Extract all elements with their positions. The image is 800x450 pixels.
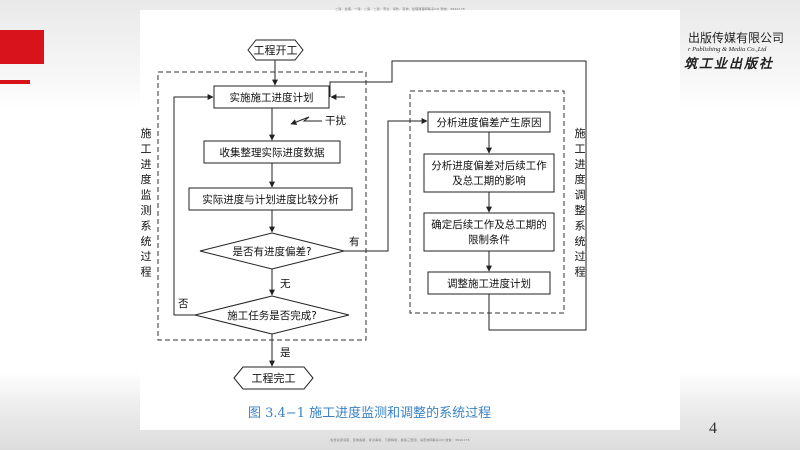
monitor-system-label-char: 测	[141, 204, 152, 217]
monitor-system-label-char: 程	[141, 266, 152, 279]
publisher-name: 出版传媒有限公司	[688, 31, 785, 45]
end-label: 工程完工	[252, 371, 296, 385]
adjust-step2-line1: 分析进度偏差对后续工作	[431, 159, 547, 172]
branch-to-adjust	[344, 118, 428, 252]
page-number: 4	[709, 420, 717, 437]
adjust-system-label-char: 程	[575, 266, 586, 279]
content-panel	[140, 10, 680, 430]
red-accent-line	[0, 80, 30, 84]
label-not-complete: 否	[178, 298, 189, 310]
step-plan-label: 实施施工进度计划	[230, 91, 314, 104]
end-terminal	[233, 366, 314, 390]
interference-zigzag	[290, 116, 322, 125]
decision-complete	[194, 295, 350, 335]
monitor-system-label-char: 统	[141, 235, 152, 248]
red-accent-bar	[0, 30, 44, 64]
adjust-system-label-char: 进	[575, 158, 586, 171]
adjust-system-label-char: 统	[575, 235, 586, 248]
adjust-step2-line2: 及总工期的影响	[452, 174, 526, 187]
adjust-system-label-char: 施	[575, 127, 586, 140]
publisher-english-name: r Publishing & Media Co.,Ltd	[688, 46, 767, 53]
adjust-system-frame	[409, 90, 565, 314]
monitor-system-label-char: 工	[141, 142, 152, 155]
start-terminal	[247, 39, 304, 61]
adjust-step2-box	[423, 153, 555, 193]
label-no-deviation: 无	[280, 278, 291, 290]
monitor-system-label-char: 进	[141, 158, 152, 171]
interference-label: 干扰	[325, 114, 346, 127]
adjust-system-label-char: 整	[575, 203, 586, 217]
adjust-step3-box	[423, 212, 555, 252]
monitor-system-label-char: 施	[141, 127, 152, 140]
step-compare-label: 实际进度与计划进度比较分析	[202, 193, 339, 206]
adjust-step4-label: 调整施工进度计划	[447, 277, 531, 290]
monitor-system-label-char: 系	[141, 219, 152, 232]
adjust-step3-line2: 限制条件	[468, 233, 510, 246]
adjust-system-label-char: 系	[575, 219, 586, 232]
step-collect-label: 收集整理实际进度数据	[220, 146, 325, 159]
adjust-step3-line1: 确定后续工作及总工期的	[431, 218, 547, 231]
bottom-notice: 免费资源领取，咨询答疑，考点串讲，习题精讲，模拟三套题，请查询网联系QQ 微信：…	[330, 438, 470, 442]
adjust-system-label-char: 调	[575, 189, 586, 202]
decision-complete-label: 施工任务是否完成?	[227, 309, 317, 322]
label-yes-deviation: 有	[349, 235, 360, 248]
return-to-plan	[329, 60, 587, 331]
adjust-system-label-char: 工	[575, 142, 586, 155]
monitor-system-frame	[157, 71, 367, 341]
figure-caption: 图 3.4−1 施工进度监测和调整的系统过程	[248, 406, 492, 421]
adjust-system-label-char: 过	[575, 250, 586, 263]
label-complete: 是	[280, 347, 291, 359]
step-compare-box	[188, 187, 353, 211]
adjust-system-label-char: 度	[575, 172, 586, 186]
monitor-system-label-char: 监	[141, 189, 152, 202]
monitor-system-label-char: 过	[141, 250, 152, 263]
publisher-logo-text: 筑工业出版社	[684, 57, 775, 72]
top-notice: 二建、监理、一建、二造、二建、安全、消防、咨询、监理课程网联系QQ 微信：384…	[335, 7, 465, 11]
monitor-system-label-char: 度	[141, 172, 152, 186]
start-label: 工程开工	[254, 44, 298, 57]
decision-deviation-label: 是否有进度偏差?	[232, 245, 311, 258]
loop-not-complete	[173, 94, 214, 316]
adjust-step1-label: 分析进度偏差产生原因	[437, 116, 542, 129]
